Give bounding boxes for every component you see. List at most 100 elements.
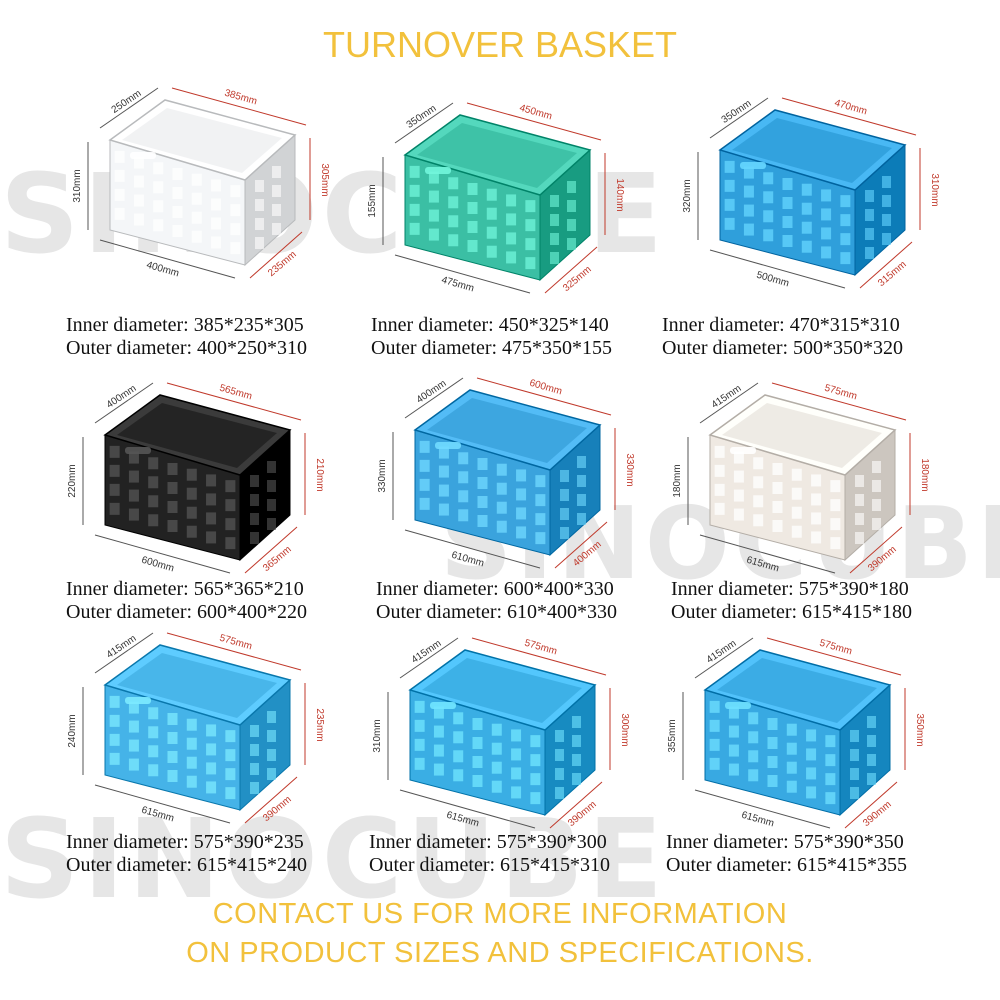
basket-vent-hole — [786, 742, 797, 755]
basket-vent-hole — [753, 457, 764, 470]
basket-vent-hole — [709, 719, 720, 732]
basket-vent-hole — [467, 221, 478, 233]
basket-vent-hole — [724, 217, 735, 230]
basket-vent-hole — [825, 735, 836, 748]
basket-vent-hole — [728, 763, 739, 776]
dimension-bottom-right: 390mm — [861, 799, 894, 829]
basket-vent-hole — [850, 749, 859, 761]
basket-vent-hole — [567, 200, 576, 212]
basket-vent-hole — [782, 197, 793, 209]
basket-vent-hole — [114, 169, 125, 182]
basket-vent-hole — [882, 233, 891, 245]
basket-vent-hole — [496, 482, 507, 495]
basket-vent-hole — [267, 749, 276, 761]
basket-vent-hole — [867, 716, 876, 728]
basket-vent-hole — [250, 725, 259, 737]
basket-vent-hole — [433, 706, 444, 719]
dimension-bottom-right: 390mm — [261, 794, 294, 824]
basket-vent-hole — [191, 173, 202, 186]
basket-vent-hole — [511, 767, 522, 780]
basket-vent-hole — [230, 204, 241, 217]
basket-vent-hole — [577, 494, 586, 506]
basket-vent-hole — [206, 474, 217, 487]
basket-vent-hole — [167, 520, 178, 532]
basket-vent-hole — [211, 217, 222, 230]
outer-diameter: Outer diameter: 400*250*310 — [66, 337, 308, 359]
basket-vent-hole — [821, 227, 832, 240]
basket-vent-hole — [206, 493, 217, 506]
basket-vent-hole — [743, 204, 754, 217]
basket-vent-hole — [733, 508, 744, 521]
basket-vent-hole — [748, 750, 759, 763]
dimension-top-right: 565mm — [218, 383, 253, 403]
basket-vent-hole — [128, 489, 139, 502]
inner-diameter: Inner diameter: 575*390*300 — [369, 831, 607, 853]
basket-vent-hole — [230, 223, 241, 236]
basket-vent-hole — [428, 228, 439, 241]
basket-vent-hole — [572, 716, 581, 728]
basket-vent-hole — [714, 483, 725, 496]
basket-vent-hole — [486, 207, 497, 220]
basket-vent-hole — [767, 737, 778, 749]
basket-vent-hole — [555, 730, 564, 742]
basket-vent-hole — [414, 757, 425, 770]
basket-vent-hole — [867, 735, 876, 747]
basket-vent-hole — [865, 228, 874, 240]
basket-vent-hole — [230, 242, 241, 255]
basket-vent-hole — [496, 501, 507, 514]
basket-vent-hole — [133, 213, 144, 226]
basket-vent-hole — [786, 723, 797, 736]
dimension-bottom-right: 235mm — [266, 249, 299, 279]
basket-vent-hole — [763, 191, 774, 204]
basket-vent-hole — [191, 211, 202, 224]
dimension-top-right: 470mm — [833, 98, 868, 118]
basket-vent-hole — [472, 737, 483, 749]
basket-vent-hole — [272, 223, 281, 235]
basket-vent-hole — [186, 756, 197, 769]
outer-diameter: Outer diameter: 615*415*355 — [666, 854, 908, 876]
basket-vent-hole — [555, 768, 564, 780]
basket-vent-hole — [811, 512, 822, 525]
basket-vent-hole — [555, 749, 564, 761]
basket-vent-hole — [728, 725, 739, 738]
basket-vent-hole — [830, 537, 841, 550]
dimension-top-right: 575mm — [218, 633, 253, 653]
basket-vent-hole — [530, 735, 541, 748]
basket-vent-hole — [763, 172, 774, 185]
basket-vent-hole — [825, 792, 836, 805]
handle-slot — [125, 447, 151, 454]
basket-vent-hole — [516, 526, 527, 539]
basket-vent-hole — [791, 468, 802, 481]
handle-slot — [130, 152, 156, 159]
basket-vent-hole — [114, 188, 125, 201]
basket-vent-hole — [530, 773, 541, 786]
basket-vent-hole — [821, 246, 832, 259]
basket-vent-hole — [535, 494, 546, 507]
basket-vent-hole — [114, 207, 125, 220]
basket-vent-hole — [267, 461, 276, 473]
basket-vent-hole — [516, 507, 527, 520]
basket-vent-hole — [748, 712, 759, 725]
basket-vent-hole — [148, 707, 159, 720]
dimension-bottom-left: 615mm — [140, 805, 175, 825]
basket-vent-hole — [250, 532, 259, 544]
basket-vent-hole — [453, 712, 464, 725]
basket-vent-hole — [855, 475, 864, 487]
basket-vent-hole — [572, 754, 581, 766]
basket-vent-hole — [840, 214, 851, 227]
basket-vent-hole — [250, 513, 259, 525]
basket-vent-hole — [830, 499, 841, 512]
handle-slot — [725, 702, 751, 709]
basket-vent-hole — [153, 162, 164, 175]
